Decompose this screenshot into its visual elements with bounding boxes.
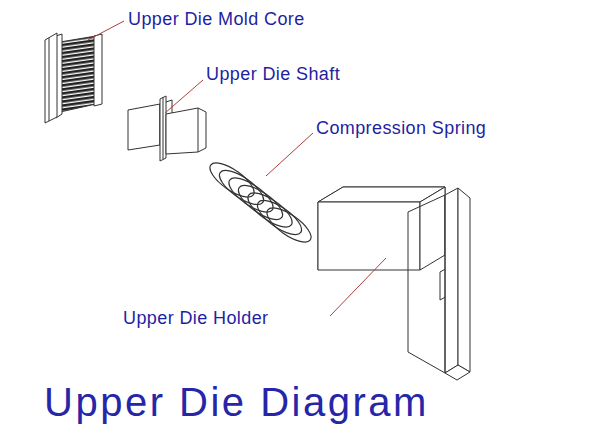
spring-coil	[214, 164, 268, 210]
die-holder	[318, 187, 470, 380]
spring-coil	[205, 157, 259, 203]
spring-coil	[252, 194, 306, 240]
mold-core	[45, 33, 102, 123]
spring-coil	[262, 202, 316, 248]
diagram-title: Upper Die Diagram	[44, 380, 429, 424]
shaft	[128, 96, 206, 161]
part-label: Upper Die Mold Core	[128, 10, 305, 30]
spring-coil	[243, 187, 297, 233]
compression-spring	[205, 157, 316, 248]
part-label: Upper Die Holder	[123, 309, 268, 329]
part-label: Compression Spring	[316, 119, 486, 139]
leader-lines	[88, 21, 386, 316]
spring-coil	[233, 179, 287, 225]
part-label: Upper Die Shaft	[206, 65, 340, 85]
spring-coil	[224, 172, 278, 218]
